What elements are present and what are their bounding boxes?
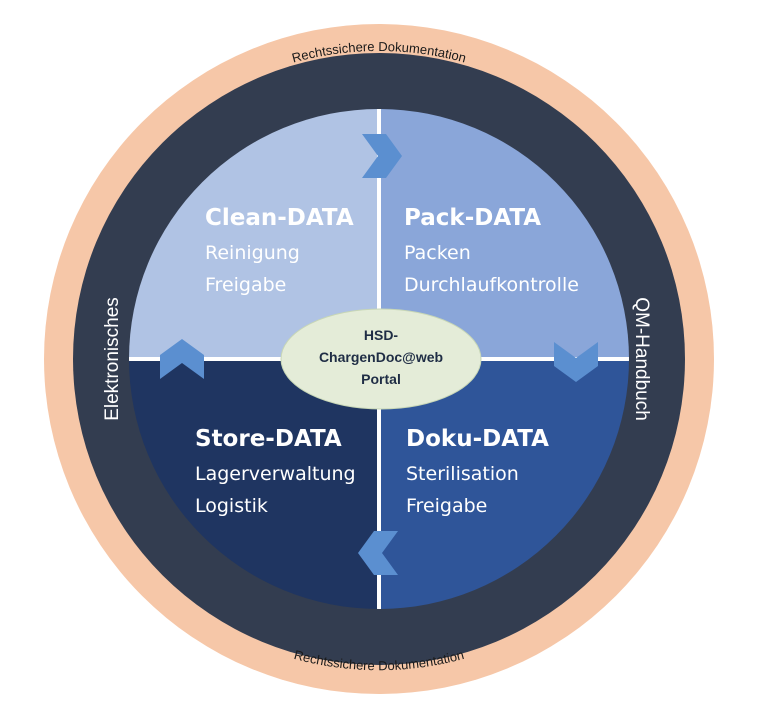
pack-line-2: Durchlaufkontrolle	[404, 274, 579, 296]
pack-line-1: Packen	[404, 242, 471, 264]
clean-line-2: Freigabe	[205, 274, 286, 296]
store-line-2: Logistik	[195, 495, 268, 517]
left-ring-label: Elektronisches	[102, 297, 123, 421]
store-title: Store-DATA	[195, 426, 342, 452]
chevron-left-icon	[358, 531, 398, 575]
chevron-down-icon	[554, 342, 598, 382]
portal-line-2: ChargenDoc@web	[319, 349, 443, 365]
portal-line-1: HSD-	[364, 327, 399, 343]
chevron-right-icon	[362, 134, 402, 178]
doku-line-1: Sterilisation	[406, 463, 519, 485]
clean-title: Clean-DATA	[205, 205, 354, 231]
doku-title: Doku-DATA	[406, 426, 549, 452]
portal-ellipse	[280, 308, 482, 410]
portal-line-3: Portal	[361, 371, 401, 387]
pack-title: Pack-DATA	[404, 205, 541, 231]
right-ring-label: QM-Handbuch	[631, 297, 652, 421]
store-line-1: Lagerverwaltung	[195, 463, 356, 485]
chevron-up-icon	[160, 339, 204, 379]
doku-line-2: Freigabe	[406, 495, 487, 517]
clean-line-1: Reinigung	[205, 242, 300, 264]
